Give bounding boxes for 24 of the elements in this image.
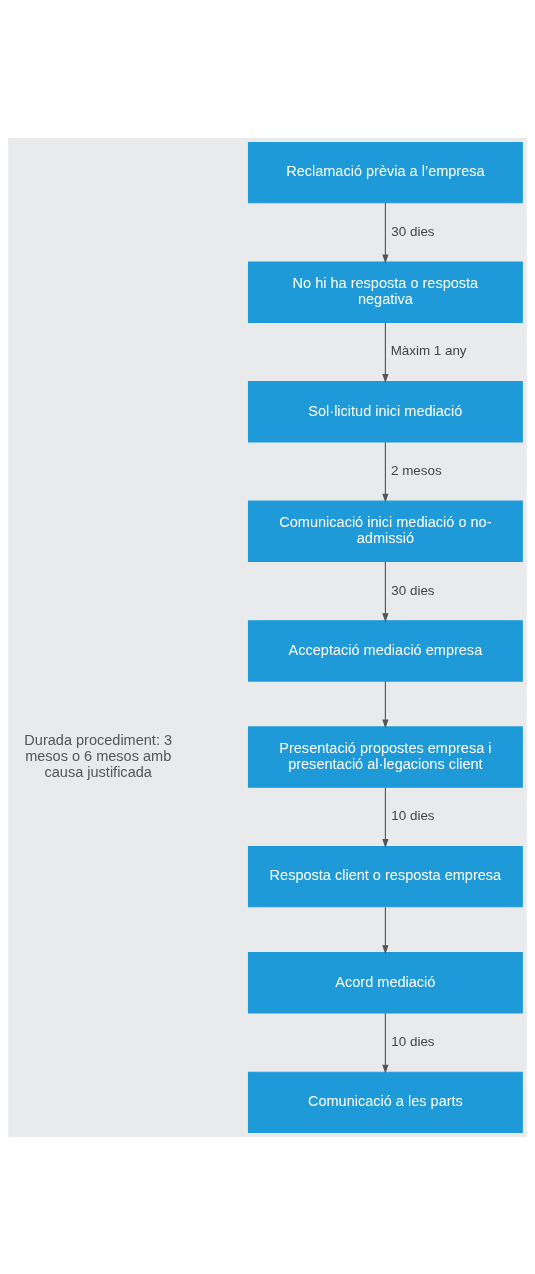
node-box: Resposta client o resposta empresa [247, 845, 523, 907]
node-box: Reclamació prèvia a l’empresa [247, 141, 523, 203]
node-box: No hi ha resposta o resposta negativa [247, 261, 523, 323]
node-box: Comunicació a les parts [247, 1071, 523, 1133]
arrow [382, 202, 389, 263]
arrow [382, 680, 389, 728]
node-box: Sol·licitud inici mediació [247, 380, 523, 442]
arrow [382, 906, 389, 954]
arrow [382, 560, 389, 622]
label: Durada procediment: 3 mesos o 6 mesos amb causa justificada [24, 731, 173, 780]
edge-label: 10 dies [391, 1033, 435, 1049]
node-box: Acord mediació [247, 951, 523, 1013]
arrow [382, 1012, 389, 1074]
edge-label: 30 dies [391, 582, 435, 598]
arrow [382, 441, 389, 503]
edge-label: 30 dies [391, 223, 435, 239]
edge-label: Màxim 1 any [390, 342, 467, 358]
edge-label: 2 mesos [391, 462, 442, 478]
arrow [382, 786, 389, 848]
edge-label: 10 dies [391, 807, 435, 823]
node-box: Acceptació mediació empresa [247, 619, 523, 682]
node-box: Comunicació inici mediació o no-admissió [247, 500, 523, 562]
node-box: Presentació propostes empresa i presentació al·legacions client [247, 725, 523, 788]
arrow [382, 321, 389, 383]
